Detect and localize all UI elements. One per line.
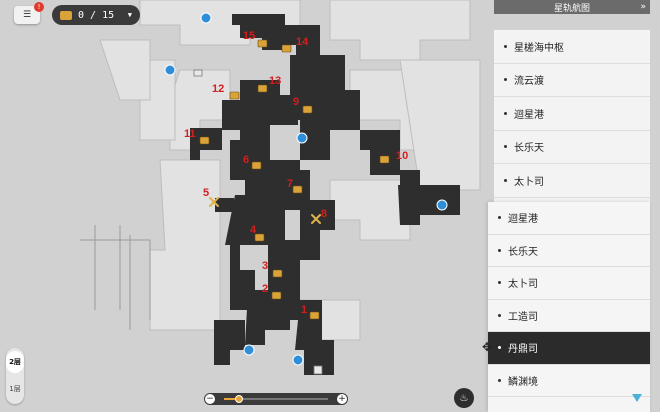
chest-counter-text: 0 / 15 xyxy=(78,9,115,21)
menu-button[interactable]: ☰ ! xyxy=(14,2,44,24)
bullet-icon xyxy=(504,111,507,115)
space-anchor-icon[interactable] xyxy=(164,64,176,76)
bullet-icon xyxy=(498,313,501,317)
area-label: 丹鼎司 xyxy=(508,344,538,356)
chest-icon[interactable] xyxy=(257,39,268,48)
floor-1-button[interactable]: 1层 xyxy=(9,385,21,393)
marker-number: 7 xyxy=(287,178,293,190)
chevron-right-icon[interactable]: » xyxy=(640,2,646,12)
bullet-icon xyxy=(498,281,501,285)
chest-icon[interactable] xyxy=(251,161,262,170)
dropdown-arrow-icon: ▼ xyxy=(127,11,132,19)
area-item[interactable]: 迴星港 xyxy=(494,97,650,131)
bullet-icon xyxy=(498,346,501,350)
area-item[interactable]: 星槎海中枢 xyxy=(494,30,650,64)
zoom-slider-fill xyxy=(224,398,239,400)
chest-icon[interactable] xyxy=(379,155,390,164)
chest-counter[interactable]: 0 / 15 ▼ xyxy=(52,5,140,25)
area-label: 鳞渊境 xyxy=(508,376,538,388)
door-icon xyxy=(193,69,203,77)
area-item[interactable]: 太卜司 xyxy=(494,164,650,198)
area-item-selected[interactable]: 丹鼎司 xyxy=(488,332,650,365)
area-list: 星槎海中枢 流云渡 迴星港 长乐天 太卜司 xyxy=(494,30,650,208)
chest-icon[interactable] xyxy=(257,84,268,93)
area-label: 长乐天 xyxy=(514,143,544,155)
header-title: 星轨航图 xyxy=(553,3,590,14)
area-label: 迴星港 xyxy=(508,214,538,226)
area-item[interactable]: 工造司 xyxy=(488,300,650,332)
zoom-slider-handle[interactable] xyxy=(234,395,243,403)
list-icon: ☰ xyxy=(22,10,32,20)
bullet-icon xyxy=(498,378,501,382)
space-anchor-icon[interactable] xyxy=(292,354,304,366)
chest-icon[interactable] xyxy=(309,311,320,320)
marker-number: 5 xyxy=(203,187,209,199)
area-label: 太卜司 xyxy=(514,176,544,188)
floor-selector: 2层 1层 xyxy=(6,348,24,404)
area-item[interactable]: 长乐天 xyxy=(488,235,650,267)
area-item[interactable]: 鳞渊境 xyxy=(488,365,650,397)
space-anchor-icon[interactable] xyxy=(200,12,212,24)
puzzle-marker-icon[interactable] xyxy=(311,214,321,224)
chest-icon[interactable] xyxy=(281,44,292,53)
marker-number: 12 xyxy=(212,83,224,95)
chest-icon[interactable] xyxy=(292,185,303,194)
area-label: 工造司 xyxy=(508,311,538,323)
marker-number: 15 xyxy=(243,30,255,42)
marker-number: 11 xyxy=(184,128,196,140)
chest-icon[interactable] xyxy=(229,91,240,100)
chest-icon[interactable] xyxy=(254,233,265,242)
area-item[interactable]: 长乐天 xyxy=(494,131,650,164)
chest-icon[interactable] xyxy=(199,136,210,145)
chest-icon[interactable] xyxy=(302,105,313,114)
chest-icon xyxy=(60,10,72,20)
door-icon xyxy=(313,365,323,375)
area-list-focused: 迴星港 长乐天 太卜司 工造司 丹鼎司 鳞渊境 xyxy=(488,202,650,412)
scroll-down-icon[interactable] xyxy=(632,394,642,402)
area-item[interactable]: 太卜司 xyxy=(488,267,650,300)
marker-number: 1 xyxy=(301,304,307,316)
space-anchor-icon[interactable] xyxy=(243,344,255,356)
bullet-icon xyxy=(504,78,507,82)
zoom-in-button[interactable]: + xyxy=(337,394,347,404)
area-item[interactable]: 流云渡 xyxy=(494,64,650,97)
zoom-control: − + xyxy=(204,393,348,405)
marker-number: 6 xyxy=(243,154,249,166)
teapot-icon[interactable]: ♨ xyxy=(454,388,474,408)
bullet-icon xyxy=(498,248,501,252)
chest-icon[interactable] xyxy=(272,269,283,278)
bullet-icon xyxy=(498,216,501,220)
area-item[interactable]: 迴星港 xyxy=(488,202,650,235)
cursor-icon: ✥ xyxy=(482,340,493,354)
marker-number: 2 xyxy=(262,283,268,295)
space-anchor-icon[interactable] xyxy=(296,132,308,144)
notification-badge: ! xyxy=(34,2,44,12)
zoom-out-button[interactable]: − xyxy=(205,394,215,404)
area-label: 流云渡 xyxy=(514,76,544,88)
zoom-slider[interactable] xyxy=(224,395,328,403)
puzzle-marker-icon[interactable] xyxy=(209,197,219,207)
marker-number: 8 xyxy=(321,208,327,220)
marker-number: 10 xyxy=(396,150,408,162)
space-anchor-icon[interactable] xyxy=(436,199,448,211)
marker-number: 3 xyxy=(262,260,268,272)
floor-2-button[interactable]: 2层 xyxy=(6,351,24,373)
marker-number: 4 xyxy=(250,224,257,236)
bullet-icon xyxy=(504,44,507,48)
area-label: 星槎海中枢 xyxy=(514,42,564,54)
star-rail-map-header[interactable]: 星轨航图 » xyxy=(494,0,650,14)
bullet-icon xyxy=(504,145,507,149)
marker-number: 9 xyxy=(293,96,299,108)
bullet-icon xyxy=(504,178,507,182)
chest-icon[interactable] xyxy=(271,291,282,300)
area-label: 长乐天 xyxy=(508,246,538,258)
area-label: 太卜司 xyxy=(508,279,538,291)
area-label: 迴星港 xyxy=(514,109,544,121)
marker-number: 13 xyxy=(269,75,281,87)
marker-number: 14 xyxy=(296,36,309,48)
